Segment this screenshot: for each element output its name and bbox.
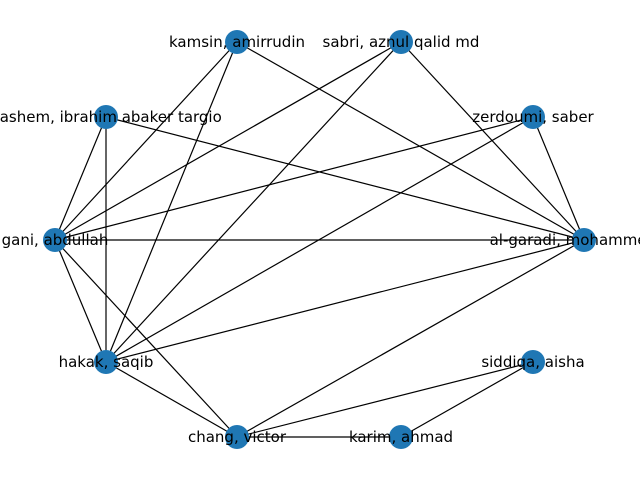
node-label-chang: chang, victor xyxy=(188,428,287,446)
node-label-gani: gani, abdullah xyxy=(2,231,109,249)
edge-kamsin-algaradi xyxy=(236,41,585,241)
edge-sabri-hakak xyxy=(105,41,402,363)
edge-zerdoumi-gani xyxy=(54,116,534,241)
edge-chang-siddiqa xyxy=(236,361,534,438)
node-label-siddiqa: siddiqa, aisha xyxy=(481,353,584,371)
edge-kamsin-gani xyxy=(54,41,238,241)
edge-sabri-gani xyxy=(54,41,402,241)
node-label-hashem: hashem, ibrahim abaker targio xyxy=(0,108,222,126)
node-hakak xyxy=(94,350,118,374)
edges-layer xyxy=(54,41,585,438)
node-sabri xyxy=(389,30,413,54)
node-label-hakak: hakak, saqib xyxy=(59,353,154,371)
edge-karim-siddiqa xyxy=(400,361,534,438)
node-gani xyxy=(43,228,67,252)
edge-sabri-algaradi xyxy=(400,41,585,241)
edge-kamsin-hakak xyxy=(105,41,238,363)
edge-hakak-chang xyxy=(105,361,238,438)
node-label-sabri: sabri, aznul qalid md xyxy=(323,33,480,51)
node-label-algaradi: al-garadi, mohammed ali xyxy=(490,231,640,249)
node-label-kamsin: kamsin, amirrudin xyxy=(169,33,305,51)
node-label-zerdoumi: zerdoumi, saber xyxy=(472,108,594,126)
edge-gani-hakak xyxy=(54,239,107,363)
node-siddiqa xyxy=(521,350,545,374)
node-kamsin xyxy=(225,30,249,54)
node-hashem xyxy=(94,105,118,129)
edge-hashem-algaradi xyxy=(105,116,585,241)
edge-gani-chang xyxy=(54,239,238,438)
node-chang xyxy=(225,425,249,449)
edge-algaradi-chang xyxy=(236,239,585,438)
node-karim xyxy=(389,425,413,449)
node-zerdoumi xyxy=(521,105,545,129)
labels-layer: kamsin, amirrudin sabri, aznul qalid md ze… xyxy=(0,33,640,446)
edge-zerdoumi-algaradi xyxy=(532,116,585,241)
edge-hakak-algaradi xyxy=(105,239,585,363)
edge-hashem-gani xyxy=(54,116,107,241)
node-algaradi xyxy=(572,228,596,252)
nodes-layer xyxy=(43,30,596,449)
node-label-karim: karim, ahmad xyxy=(349,428,453,446)
